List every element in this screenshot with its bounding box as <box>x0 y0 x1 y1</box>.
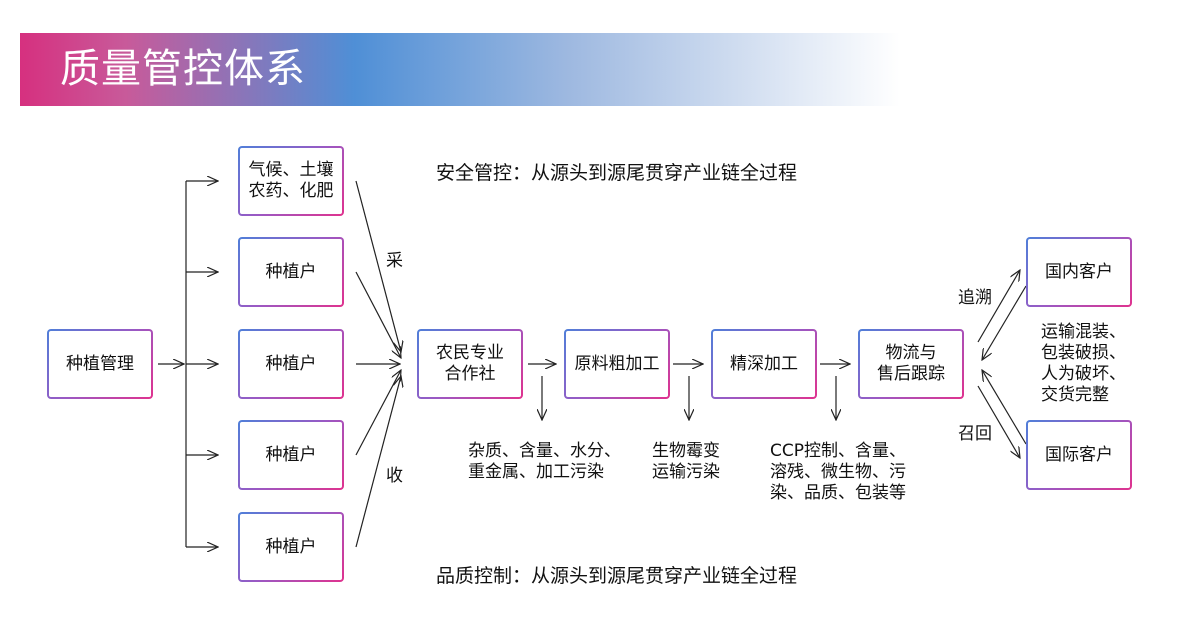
arrow-to-intl <box>977 385 1020 458</box>
node-climate-line-2: 农药、化肥 <box>248 181 334 201</box>
note-raw-processing: 生物霉变 运输污染 <box>652 441 720 483</box>
arrow-trace-back <box>982 285 1027 360</box>
note-coop-line-2: 重金属、加工污染 <box>468 462 604 482</box>
note-raw-line-2: 运输污染 <box>652 462 720 482</box>
label-collect-top: 采 <box>386 251 403 271</box>
note-deep-processing: CCP控制、含量、 溶残、微生物、污 染、品质、包装等 <box>770 441 906 504</box>
node-grower-2: 种植户 <box>238 329 344 399</box>
node-coop-line-1: 农民专业 <box>436 343 504 363</box>
note-logistics-line-4: 交货完整 <box>1041 385 1109 405</box>
note-deep-line-3: 染、品质、包装等 <box>770 483 906 503</box>
node-grower-2-label: 种植户 <box>265 353 317 374</box>
arrow-to-domestic <box>977 270 1020 343</box>
node-grower-1: 种植户 <box>238 237 344 307</box>
bottom-caption: 品质控制：从源头到源尾贯穿产业链全过程 <box>436 565 798 587</box>
page-title: 质量管控体系 <box>60 46 306 92</box>
note-raw-line-1: 生物霉变 <box>652 441 720 461</box>
note-logistics: 运输混装、 包装破损、 人为破坏、 交货完整 <box>1041 322 1126 406</box>
label-collect-bottom: 收 <box>386 466 403 486</box>
node-coop-line-2: 合作社 <box>444 364 496 384</box>
node-intl-label: 国际客户 <box>1045 444 1113 465</box>
node-deep-processing: 精深加工 <box>711 329 817 399</box>
node-domestic-customer: 国内客户 <box>1026 237 1132 307</box>
label-recall: 召回 <box>958 424 992 444</box>
note-logistics-line-1: 运输混装、 <box>1041 322 1126 342</box>
node-climate-soil: 气候、土壤 农药、化肥 <box>238 146 344 216</box>
arrow-climate-coop <box>355 180 401 352</box>
node-domestic-label: 国内客户 <box>1045 261 1113 282</box>
node-deep-label: 精深加工 <box>730 353 798 374</box>
node-raw-processing: 原料粗加工 <box>564 329 670 399</box>
arrow-grower3-coop <box>355 370 401 456</box>
node-logistics-line-1: 物流与 <box>885 343 937 363</box>
node-grower-4-label: 种植户 <box>265 536 317 557</box>
node-cooperative: 农民专业 合作社 <box>417 329 523 399</box>
node-grower-3: 种植户 <box>238 420 344 490</box>
node-grower-1-label: 种植户 <box>265 261 317 282</box>
note-logistics-line-2: 包装破损、 <box>1041 343 1126 363</box>
arrow-grower4-coop <box>355 376 401 548</box>
arrow-recall-back <box>982 370 1027 445</box>
node-grower-3-label: 种植户 <box>265 444 317 465</box>
node-international-customer: 国际客户 <box>1026 420 1132 490</box>
note-logistics-line-3: 人为破坏、 <box>1041 364 1126 384</box>
title-banner: 质量管控体系 <box>20 33 900 106</box>
node-logistics: 物流与 售后跟踪 <box>858 329 964 399</box>
node-planting-management: 种植管理 <box>47 329 153 399</box>
node-logistics-line-2: 售后跟踪 <box>877 364 945 384</box>
note-deep-line-1: CCP控制、含量、 <box>770 441 906 461</box>
note-coop-line-1: 杂质、含量、水分、 <box>468 441 621 461</box>
node-planting-management-label: 种植管理 <box>66 353 134 374</box>
note-deep-line-2: 溶残、微生物、污 <box>770 462 906 482</box>
top-caption: 安全管控：从源头到源尾贯穿产业链全过程 <box>436 162 798 184</box>
node-grower-4: 种植户 <box>238 512 344 582</box>
node-raw-label: 原料粗加工 <box>574 353 660 374</box>
note-cooperative: 杂质、含量、水分、 重金属、加工污染 <box>468 441 621 483</box>
label-trace: 追溯 <box>958 288 992 308</box>
node-climate-line-1: 气候、土壤 <box>248 160 334 180</box>
arrow-grower1-coop <box>355 271 401 358</box>
